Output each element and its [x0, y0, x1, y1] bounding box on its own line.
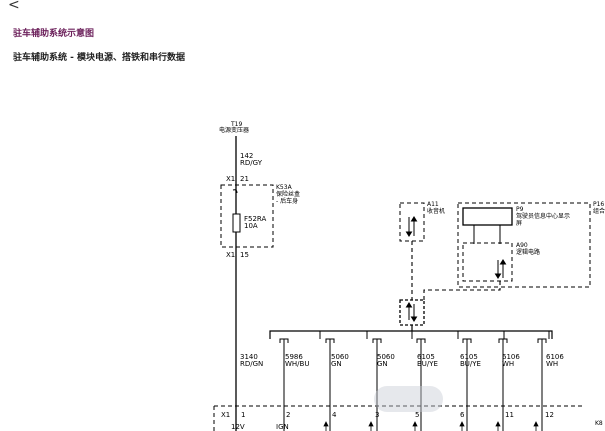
serial-data-arrows-icon: [494, 259, 507, 279]
wire-3-color: GN: [331, 360, 342, 368]
page-indicator-overlay: [374, 386, 443, 412]
x1-15-conn: X1: [226, 251, 235, 259]
serial-data-arrows-icon: [405, 216, 418, 237]
p9-line1: 驾驶员信息中心显示: [516, 212, 570, 220]
splice-pack: [399, 299, 425, 326]
a11-box: [399, 202, 425, 242]
label-ign: IGN: [276, 423, 289, 431]
chevron-left-icon: <: [8, 0, 20, 13]
wire-1-color: RD/GN: [240, 360, 263, 368]
a90-box: [462, 242, 513, 282]
a90-code: A90: [516, 242, 528, 249]
t19-name: 电源变压器: [219, 126, 249, 134]
wire-2-color: WH/BU: [285, 360, 309, 368]
wire-4-circuit: 5060: [377, 353, 395, 361]
t19-code: T19: [230, 121, 242, 128]
x1-21-pin: 21: [240, 175, 249, 183]
pin-2: 2: [286, 411, 290, 419]
pin-5: 5: [415, 411, 419, 419]
p16-data-link: [423, 281, 501, 300]
a11-code: A11: [427, 201, 439, 208]
k53a-box: [220, 184, 274, 248]
p9-display: [462, 207, 513, 226]
pin-11: 11: [505, 411, 514, 419]
wire-8-color: WH: [546, 360, 558, 368]
k53a-line1: 保险丝盒: [276, 190, 300, 198]
k53a-line2: - 后车身: [276, 197, 298, 205]
serial-data-arrows-icon: [323, 421, 539, 431]
k53a-code: K53A: [276, 184, 293, 191]
x1-21-conn: X1: [226, 175, 235, 183]
wire-6-color: BU/YE: [460, 360, 481, 368]
wire-7-circuit: 6106: [502, 353, 520, 361]
wire-5-color: BU/YE: [417, 360, 438, 368]
page-subtitle: 驻车辅助系统 - 模块电源、搭铁和串行数据: [13, 53, 186, 63]
back-button[interactable]: <: [8, 0, 20, 13]
bus-drops: [269, 331, 550, 339]
pin-6: 6: [460, 411, 465, 419]
terminal-symbols: [279, 338, 547, 431]
terminal-mark: [232, 189, 238, 194]
p16-code: P16: [593, 201, 604, 208]
label-12v: 12V: [231, 423, 245, 431]
pin-4: 4: [332, 411, 337, 419]
wire-2-circuit: 5986: [285, 353, 303, 361]
x1-15-pin: 15: [240, 251, 249, 259]
right-module-code: K8: [595, 420, 603, 427]
wire-top-circuit: 142: [240, 152, 253, 160]
fuse-symbol: [232, 213, 241, 233]
wire-6-circuit: 6105: [460, 353, 478, 361]
wire-3-circuit: 5060: [331, 353, 349, 361]
bottom-conn-label: X1: [221, 411, 230, 419]
page-title: 驻车辅助系统示意图: [13, 29, 95, 39]
wire-1-circuit: 3140: [240, 353, 258, 361]
p9-code: P9: [516, 206, 524, 213]
pin-12: 12: [545, 411, 554, 419]
wire-top-color: RD/GY: [240, 159, 263, 167]
a90-name: 逻辑电路: [516, 248, 540, 256]
wire-5-circuit: 6105: [417, 353, 435, 361]
pin-3: 3: [375, 411, 379, 419]
a11-name: 收音机: [427, 207, 445, 215]
wire-8-circuit: 6106: [546, 353, 564, 361]
p16-name: 组合: [593, 207, 605, 215]
serial-data-bus: [269, 330, 553, 339]
p16-box: [457, 202, 591, 288]
wire-4-color: GN: [377, 360, 388, 368]
pin-1: 1: [241, 411, 245, 419]
serial-data-arrows-icon: [405, 302, 418, 322]
fuse-name: F52RA: [244, 215, 267, 223]
wire-7-color: WH: [502, 360, 514, 368]
fuse-rating: 10A: [244, 222, 258, 230]
p9-line2: 屏: [516, 220, 522, 227]
